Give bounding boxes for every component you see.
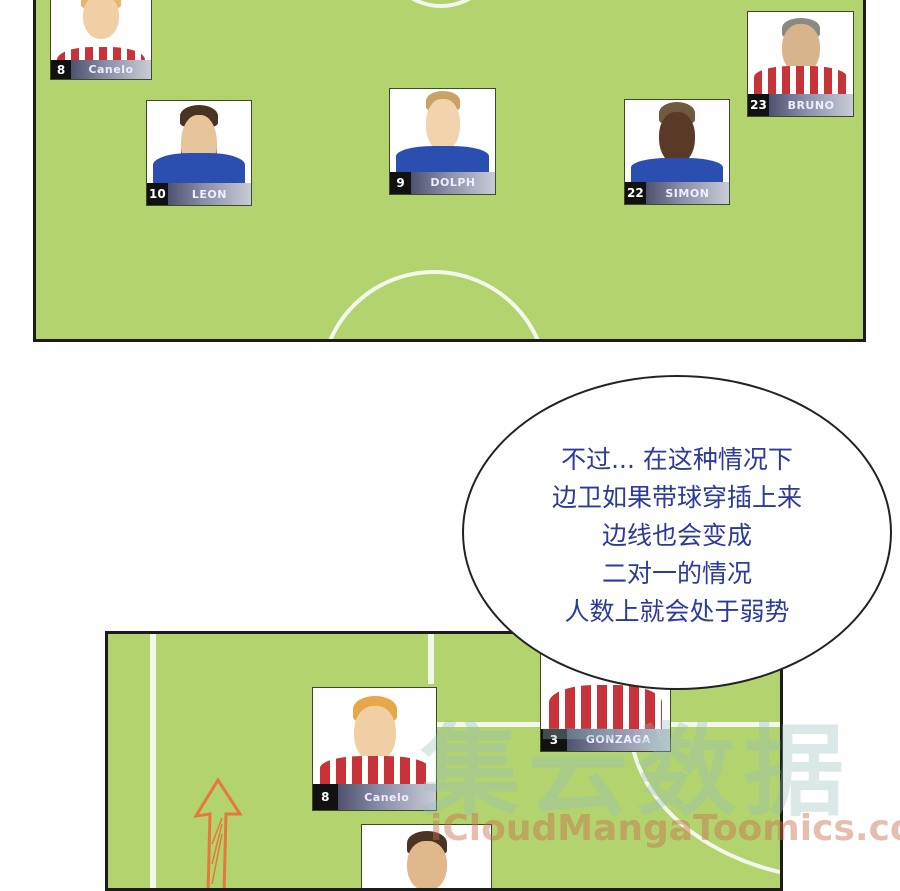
bubble-line: 人数上就会处于弱势 <box>564 596 790 626</box>
bubble-line: 不过... 在这种情况下 <box>561 444 793 474</box>
speech-bubble: 不过... 在这种情况下 边卫如果带球穿插上来 边线也会变成 二对一的情况 人数… <box>462 375 892 690</box>
bubble-line: 边线也会变成 <box>601 520 752 550</box>
center-circle-top <box>381 0 501 8</box>
halfway-line <box>428 634 434 684</box>
bubble-line: 二对一的情况 <box>601 558 752 588</box>
player-card-partial <box>361 824 492 888</box>
bubble-line: 边卫如果带球穿插上来 <box>551 482 802 512</box>
arrow-up-icon <box>193 777 243 888</box>
penalty-arc <box>319 270 549 339</box>
touchline <box>150 634 156 888</box>
